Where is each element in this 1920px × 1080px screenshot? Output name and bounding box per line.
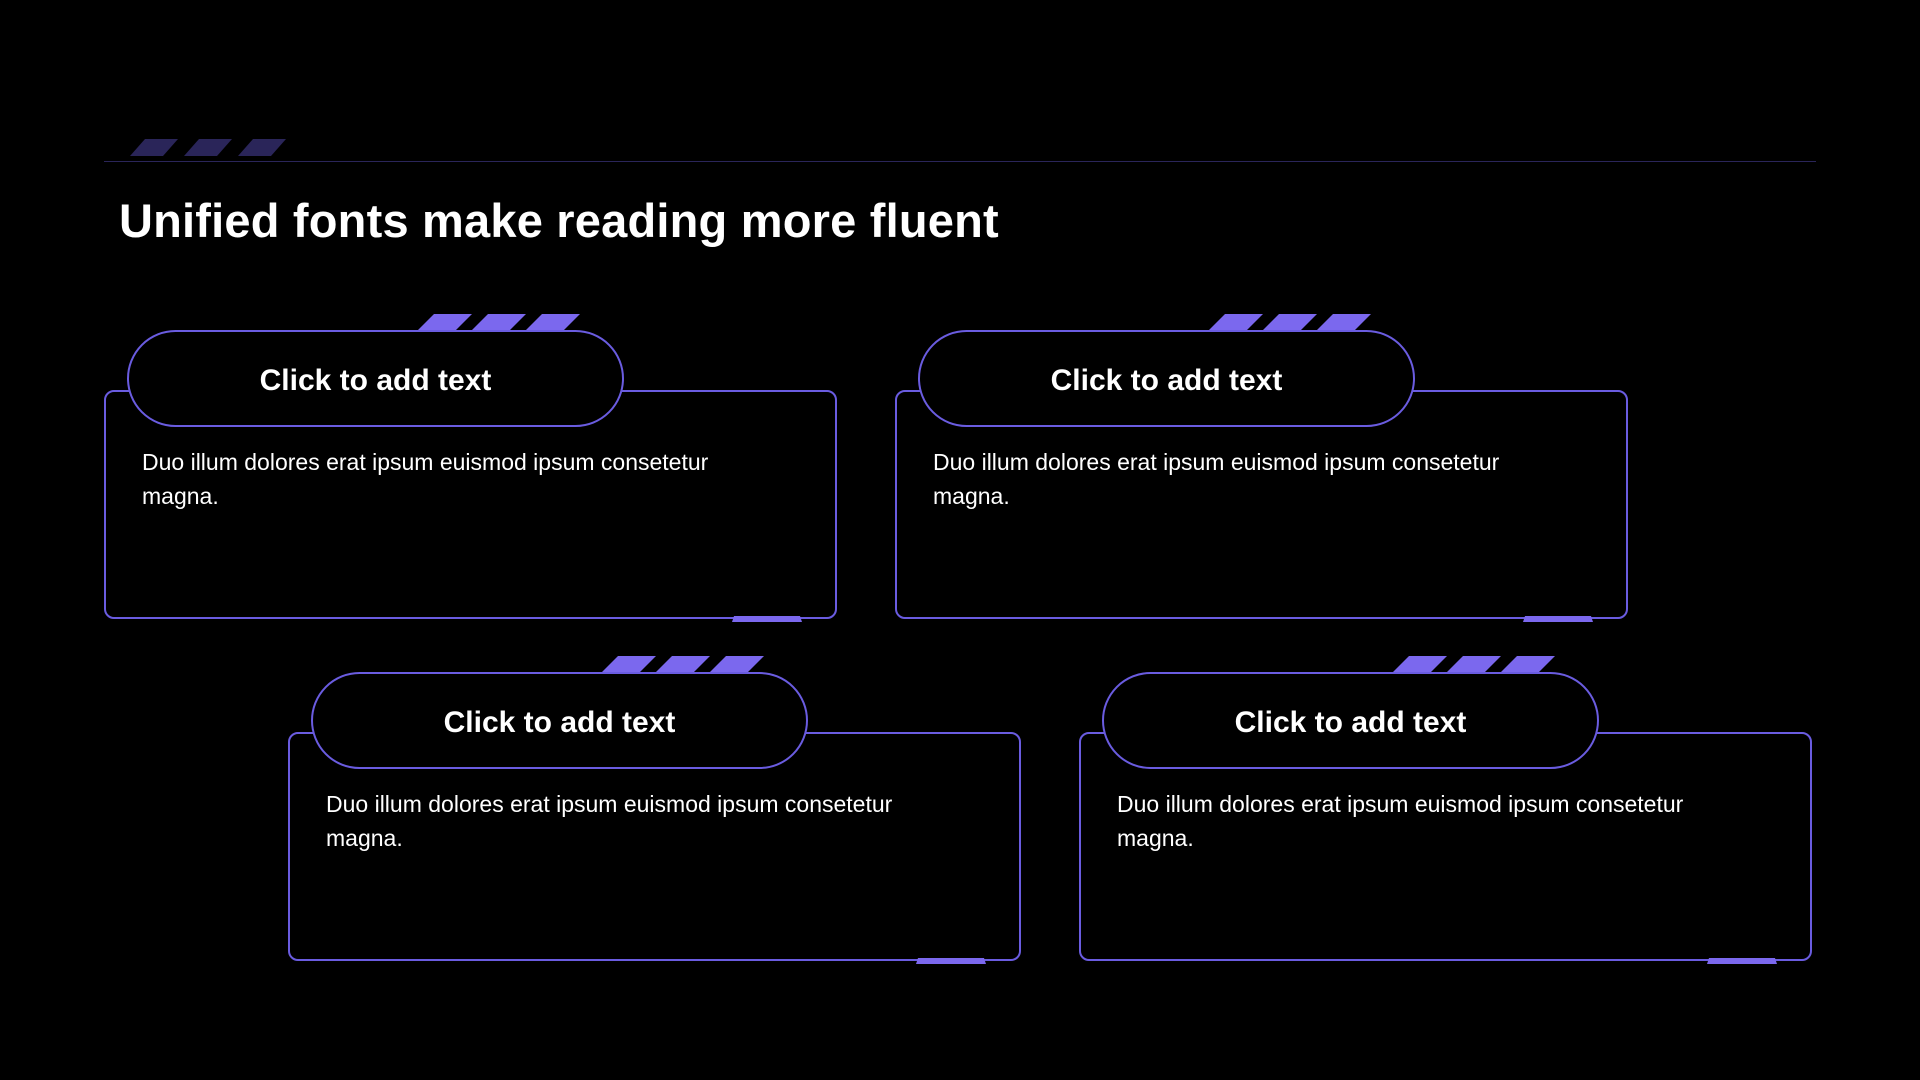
card-body-text[interactable]: Duo illum dolores erat ipsum euismod ips… <box>142 449 709 509</box>
header-divider <box>104 161 1816 162</box>
decorative-stripes <box>1209 314 1371 330</box>
text-card-1: Click to add text Duo illum dolores erat… <box>104 314 839 627</box>
card-heading-pill[interactable]: Click to add text <box>127 330 624 427</box>
card-heading[interactable]: Click to add text <box>1234 705 1467 739</box>
decorative-stripes <box>130 139 286 156</box>
decorative-tab <box>732 616 802 622</box>
card-body-text[interactable]: Duo illum dolores erat ipsum euismod ips… <box>1117 791 1684 851</box>
decorative-stripes <box>418 314 580 330</box>
card-heading-pill[interactable]: Click to add text <box>1102 672 1599 769</box>
card-heading-pill[interactable]: Click to add text <box>311 672 808 769</box>
decorative-stripes <box>602 656 764 672</box>
decorative-tab <box>1707 958 1777 964</box>
card-heading[interactable]: Click to add text <box>259 363 492 397</box>
card-body-text[interactable]: Duo illum dolores erat ipsum euismod ips… <box>933 449 1500 509</box>
card-heading[interactable]: Click to add text <box>1050 363 1283 397</box>
card-heading[interactable]: Click to add text <box>443 705 676 739</box>
text-card-4: Click to add text Duo illum dolores erat… <box>1079 656 1814 969</box>
card-body-text[interactable]: Duo illum dolores erat ipsum euismod ips… <box>326 791 893 851</box>
slide-title[interactable]: Unified fonts make reading more fluent <box>119 194 999 247</box>
decorative-tab <box>1523 616 1593 622</box>
text-card-3: Click to add text Duo illum dolores erat… <box>288 656 1023 969</box>
decorative-stripes <box>1393 656 1555 672</box>
text-card-2: Click to add text Duo illum dolores erat… <box>895 314 1630 627</box>
decorative-tab <box>916 958 986 964</box>
card-heading-pill[interactable]: Click to add text <box>918 330 1415 427</box>
